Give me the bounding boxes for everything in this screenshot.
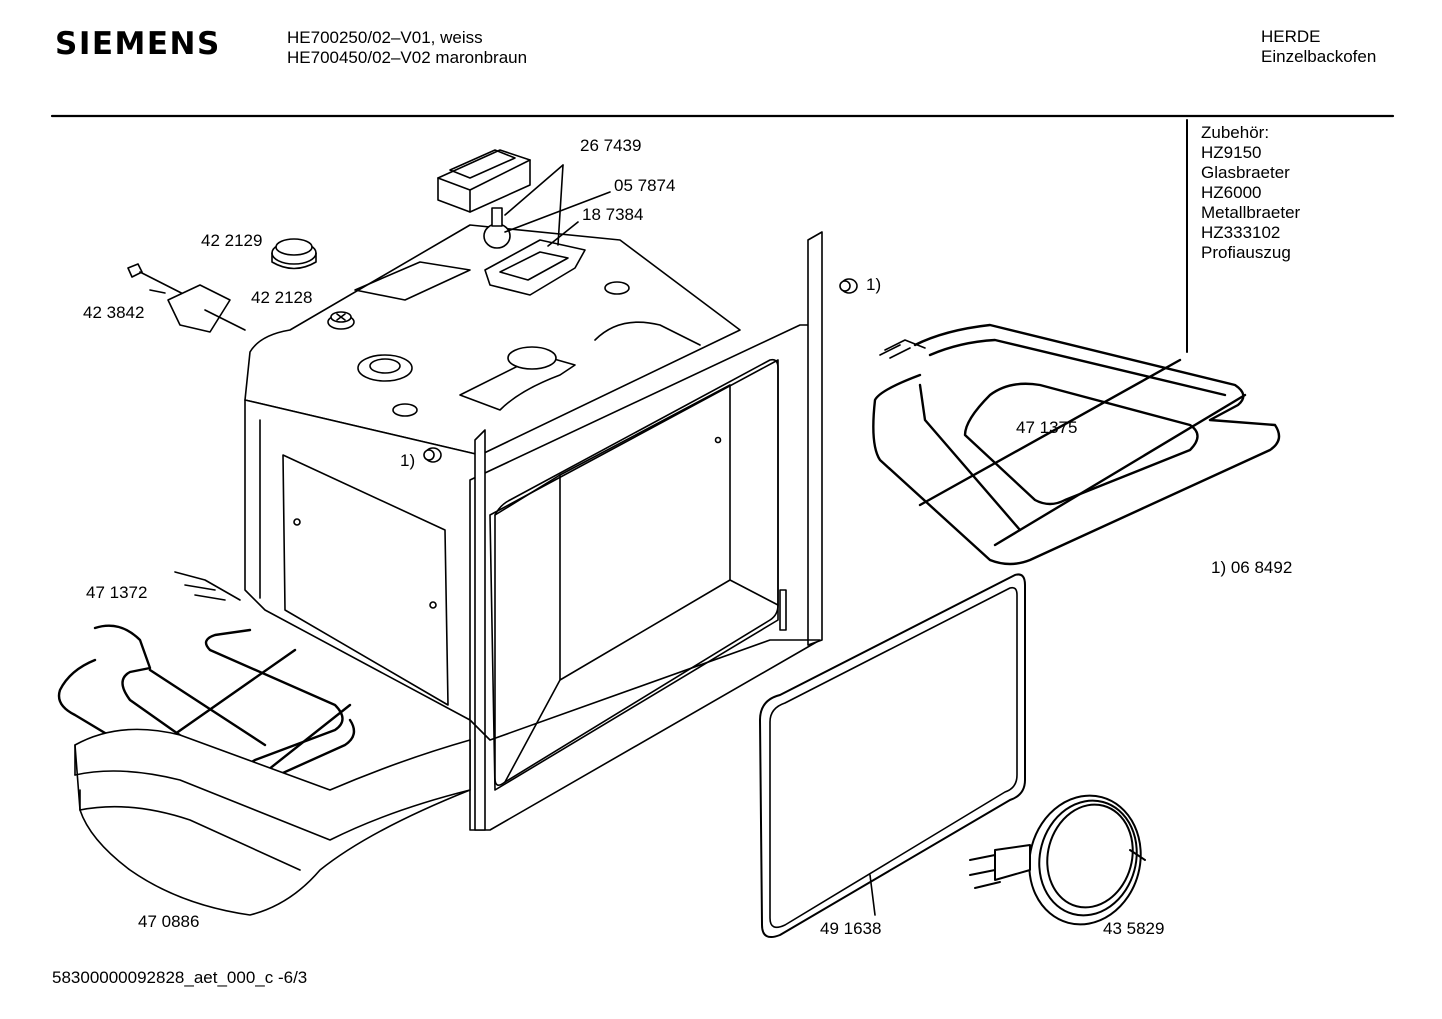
top-heating-element [872, 323, 1281, 566]
part-label-267439: 26 7439 [580, 136, 642, 155]
accessory-item: Glasbraeter [1201, 163, 1290, 182]
model-list: HE700250/02–V01, weiss HE700450/02–V02 m… [287, 28, 527, 68]
lamp-housing [437, 149, 531, 213]
document-id: 58300000092828_aet_000_c -6/3 [52, 968, 308, 987]
accessory-item: HZ333102 [1201, 223, 1281, 242]
part-label-057874: 05 7874 [614, 176, 676, 195]
temperature-sensor [127, 263, 246, 333]
part-label-187384: 18 7384 [582, 205, 644, 224]
part-label-491638: 49 1638 [820, 919, 882, 938]
part-label-422128: 42 2128 [251, 288, 313, 307]
footnote-marker: 1) [400, 451, 416, 470]
sensor-cover [271, 238, 317, 270]
accessories-list: Zubehör: HZ9150 Glasbraeter HZ6000 Metal… [1201, 123, 1300, 263]
model-line-1: HE700250/02–V01, weiss [287, 28, 483, 47]
footnote-marker: 1) [866, 275, 882, 294]
lamp-glass [484, 239, 586, 296]
part-label-471375: 47 1375 [1016, 418, 1078, 437]
accessory-item: HZ9150 [1201, 143, 1262, 162]
accessory-item: Profiauszug [1201, 243, 1291, 262]
part-label-435829: 43 5829 [1103, 919, 1165, 938]
part-label-470886: 47 0886 [138, 912, 200, 931]
plug-cap [423, 447, 442, 463]
brand-logo: SIEMENS [55, 26, 221, 62]
footnote-reference: 1) 06 8492 [1211, 558, 1293, 577]
plug-cap [839, 278, 858, 294]
category: HERDE [1261, 27, 1321, 46]
accessory-item: Metallbraeter [1201, 203, 1301, 222]
part-label-471372: 47 1372 [86, 583, 148, 602]
leader-line [557, 164, 564, 246]
door-seal [759, 573, 1026, 938]
model-line-2: HE700450/02–V02 maronbraun [287, 48, 528, 67]
leader-line [504, 164, 564, 216]
lamp-bulb [483, 207, 511, 249]
part-label-423842: 42 3842 [83, 303, 145, 322]
leader-line [547, 221, 579, 247]
ring-heating-element [969, 794, 1146, 926]
accessory-item: HZ6000 [1201, 183, 1262, 202]
oven-cavity [244, 224, 823, 831]
leader-line [504, 191, 611, 233]
subcategory: Einzelbackofen [1261, 47, 1377, 66]
category-block: HERDE Einzelbackofen [1261, 27, 1376, 67]
part-label-422129: 42 2129 [201, 231, 263, 250]
accessories-title: Zubehör: [1201, 123, 1270, 142]
insulation-mat [74, 728, 471, 916]
